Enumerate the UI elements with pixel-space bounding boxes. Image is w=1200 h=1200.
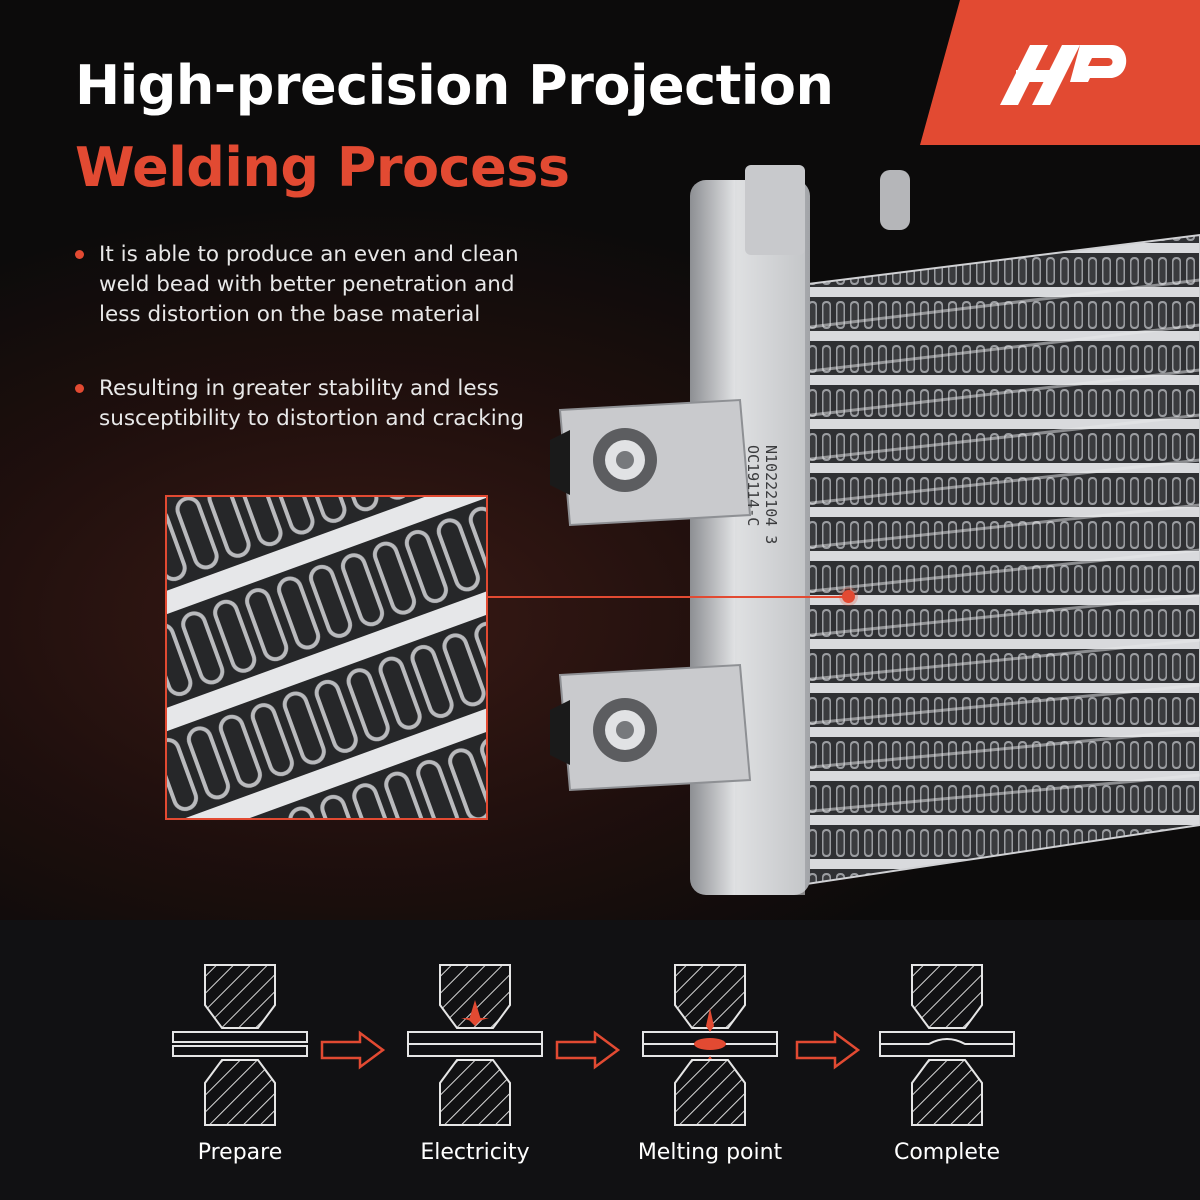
process-band [0, 920, 1200, 1200]
feature-list: It is able to produce an even and clean … [75, 240, 545, 478]
bullet-dot-icon [75, 384, 84, 393]
stamp-part: OC19114-C [744, 445, 762, 526]
step-electricity-diagram [405, 960, 545, 1135]
step-label-melting: Melting point [637, 1140, 783, 1165]
fin-closeup [165, 495, 488, 820]
step-melting-diagram [640, 960, 780, 1135]
callout-line [488, 596, 848, 598]
condenser-illustration: N10222104 3 OC19114-C [540, 165, 1200, 905]
step-label-electricity: Electricity [420, 1140, 530, 1165]
headline-line-2: Welding Process [75, 136, 570, 199]
feature-text: Resulting in greater stability and less … [99, 376, 525, 431]
feature-item: Resulting in greater stability and less … [75, 374, 545, 434]
step-label-prepare: Prepare [197, 1140, 283, 1165]
step-complete-diagram [877, 960, 1017, 1135]
arrow-right-icon [795, 1030, 861, 1070]
brand-logo [920, 0, 1200, 145]
bullet-dot-icon [75, 250, 84, 259]
arrow-right-icon [320, 1030, 386, 1070]
callout-dot [842, 590, 855, 603]
logo-icon [920, 0, 1200, 145]
step-prepare-diagram [170, 960, 310, 1135]
headline-line-1: High-precision Projection [75, 54, 834, 117]
arrow-right-icon [555, 1030, 621, 1070]
step-label-complete: Complete [893, 1140, 1001, 1165]
feature-text: It is able to produce an even and clean … [99, 242, 519, 327]
stamp-serial: N10222104 3 [762, 445, 780, 544]
feature-item: It is able to produce an even and clean … [75, 240, 545, 330]
